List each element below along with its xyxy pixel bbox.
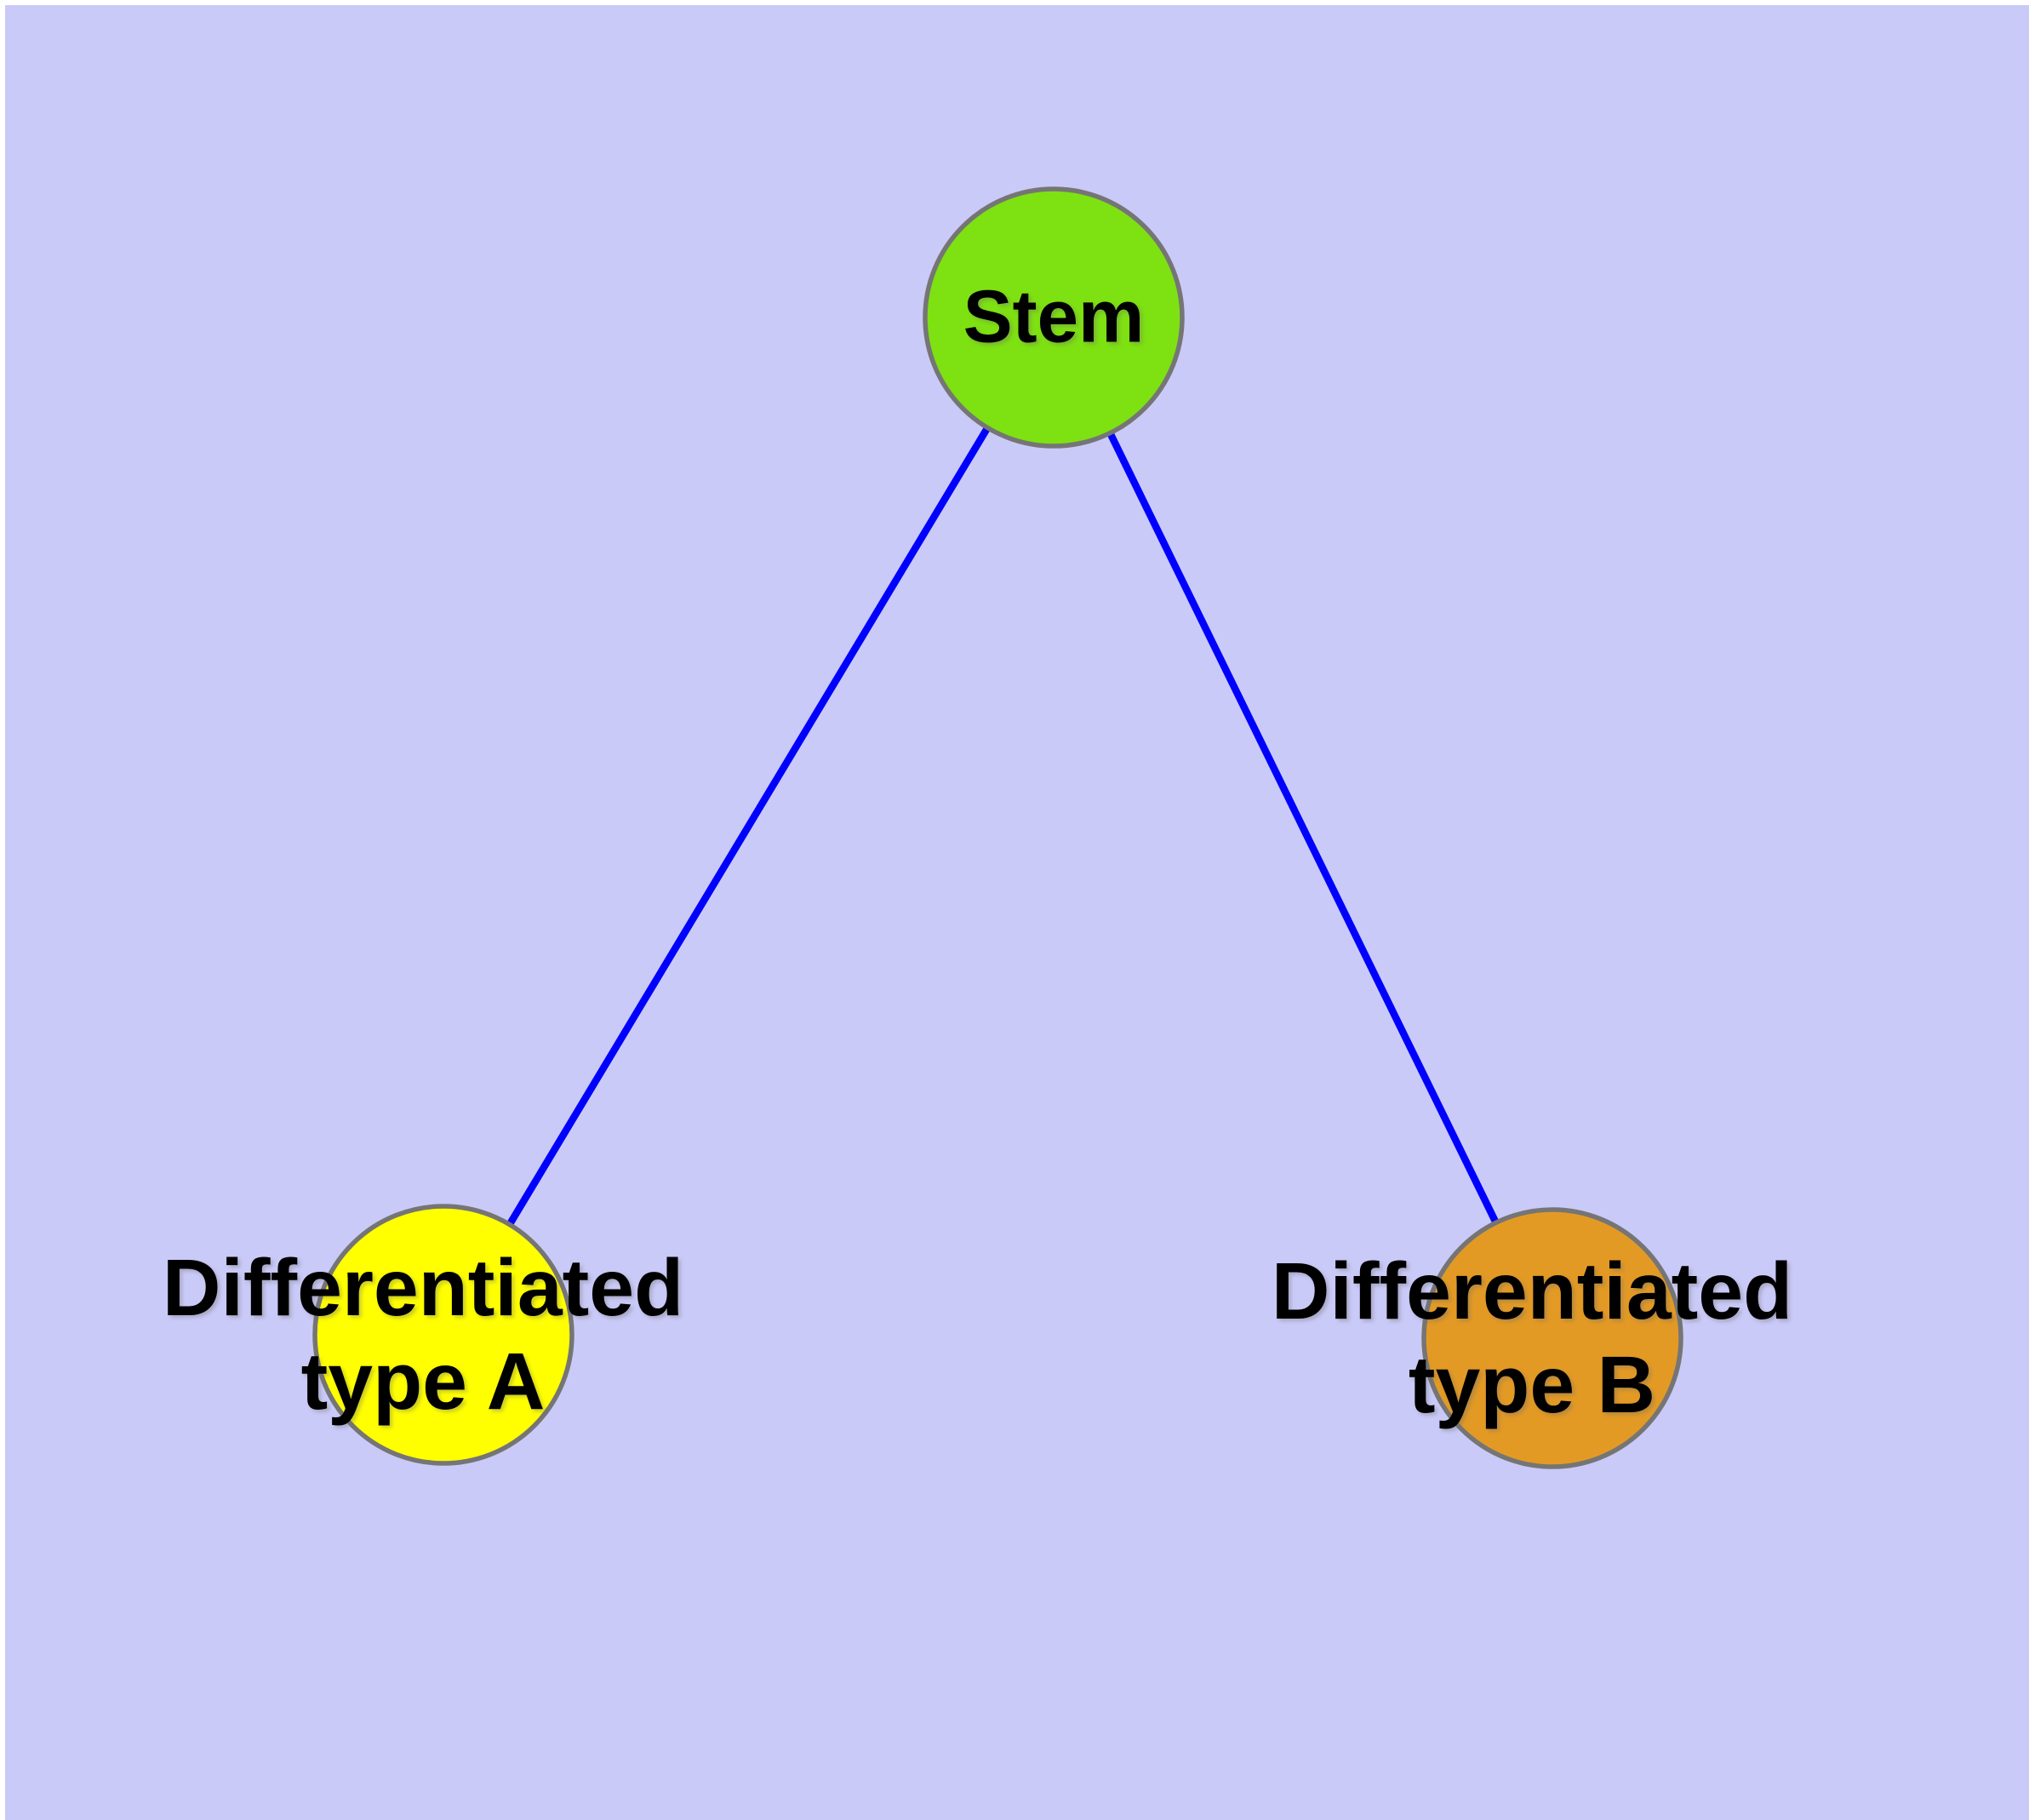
edge-stem-to-type-b: [1050, 316, 1556, 1340]
node-stem-circle[interactable]: [923, 186, 1185, 449]
node-type-a-circle[interactable]: [312, 1204, 574, 1466]
edge-stem-to-type-a: [440, 315, 1057, 1337]
window-frame-left-strip: [0, 0, 5, 1820]
window-frame-top-strip: [0, 0, 2029, 5]
node-type-b-circle[interactable]: [1421, 1207, 1683, 1469]
